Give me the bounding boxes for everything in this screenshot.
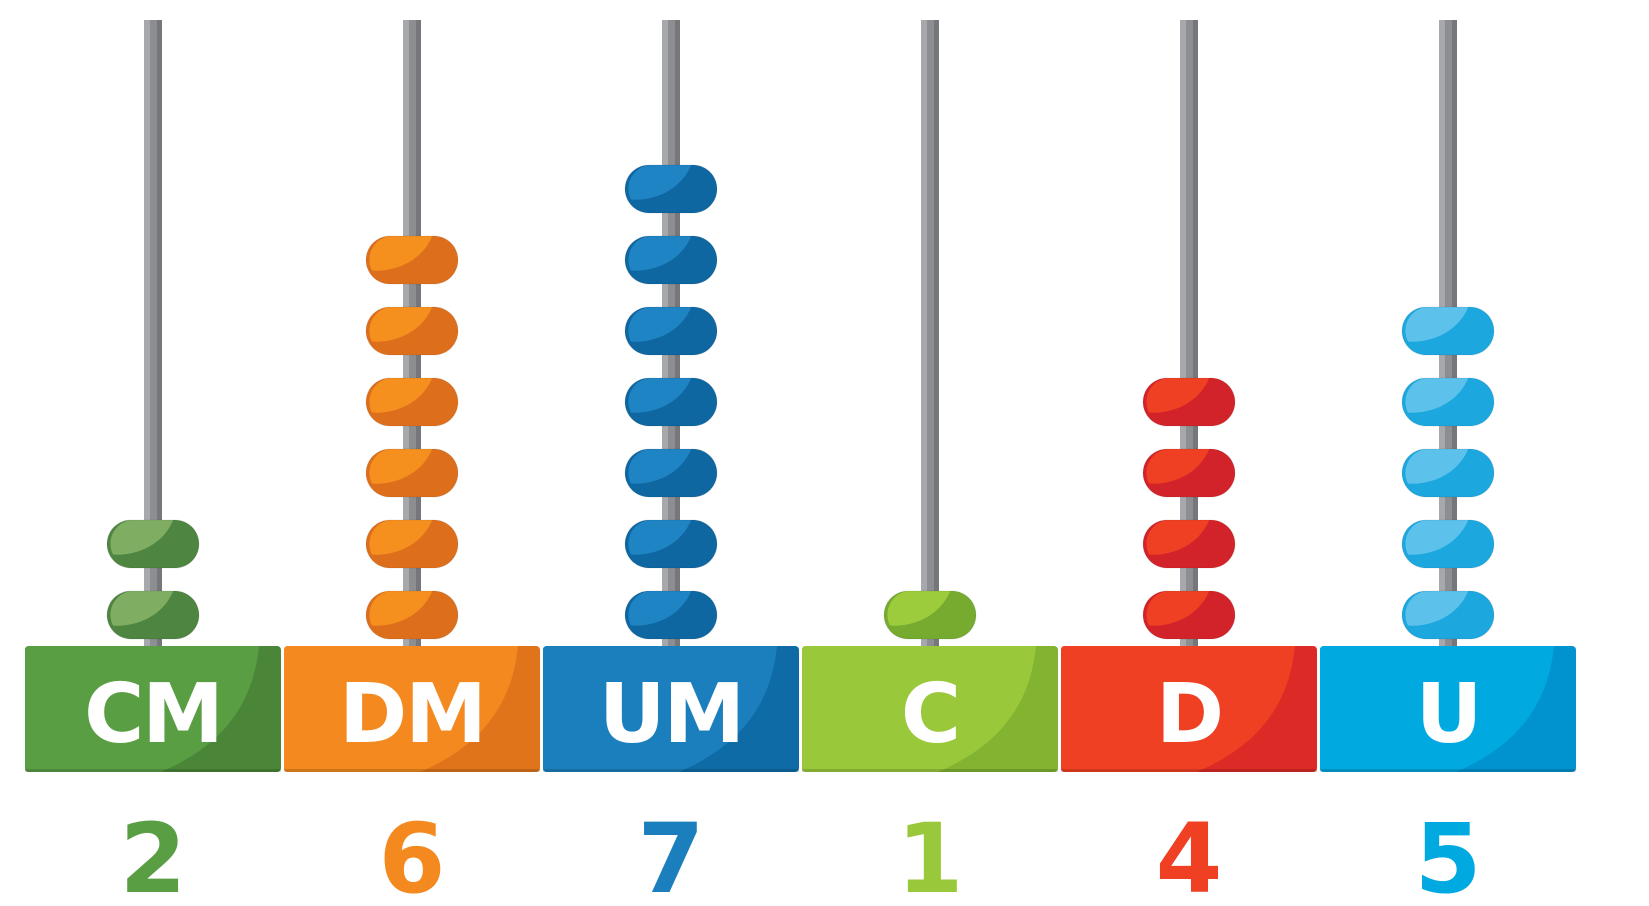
bead-d-1 [1142, 590, 1236, 640]
digit-d: 4 [1156, 803, 1223, 906]
bead-um-4 [624, 377, 718, 427]
bead-dm-6 [365, 235, 459, 285]
block-label-cm: CM [84, 667, 222, 762]
place-value-digits: 2 6 7 1 4 5 [120, 803, 1482, 906]
bead-um-3 [624, 448, 718, 498]
bead-um-5 [624, 306, 718, 356]
digit-um: 7 [638, 803, 705, 906]
bead-d-2 [1142, 519, 1236, 569]
bead-u-5 [1401, 306, 1495, 356]
digit-dm: 6 [379, 803, 446, 906]
bead-um-1 [624, 590, 718, 640]
block-um: UM [543, 646, 799, 772]
bead-u-2 [1401, 519, 1495, 569]
bead-c-1 [883, 590, 977, 640]
abacus-beads [106, 164, 1495, 640]
bead-u-4 [1401, 377, 1495, 427]
block-cm: CM [25, 646, 281, 772]
block-dm: DM [284, 646, 540, 772]
bead-u-1 [1401, 590, 1495, 640]
bead-dm-2 [365, 519, 459, 569]
bead-um-7 [624, 164, 718, 214]
bead-d-3 [1142, 448, 1236, 498]
rod-c [921, 20, 939, 646]
rod-cm [144, 20, 162, 646]
block-label-d: D [1156, 667, 1222, 762]
bead-d-4 [1142, 377, 1236, 427]
block-label-um: UM [599, 667, 743, 762]
bead-cm-2 [106, 519, 200, 569]
bead-u-3 [1401, 448, 1495, 498]
bead-um-2 [624, 519, 718, 569]
block-c: C [802, 646, 1058, 772]
bead-cm-1 [106, 590, 200, 640]
bead-um-6 [624, 235, 718, 285]
block-d: D [1061, 646, 1317, 772]
bead-dm-5 [365, 306, 459, 356]
block-label-dm: DM [339, 667, 485, 762]
block-label-c: C [901, 667, 959, 762]
digit-c: 1 [897, 803, 964, 906]
block-u: U [1320, 646, 1576, 772]
digit-cm: 2 [120, 803, 187, 906]
abacus-rods [144, 20, 1457, 646]
digit-u: 5 [1415, 803, 1482, 906]
bead-dm-4 [365, 377, 459, 427]
block-label-u: U [1416, 667, 1481, 762]
bead-dm-1 [365, 590, 459, 640]
bead-dm-3 [365, 448, 459, 498]
place-value-blocks: CM DM UM C D U [25, 646, 1576, 772]
